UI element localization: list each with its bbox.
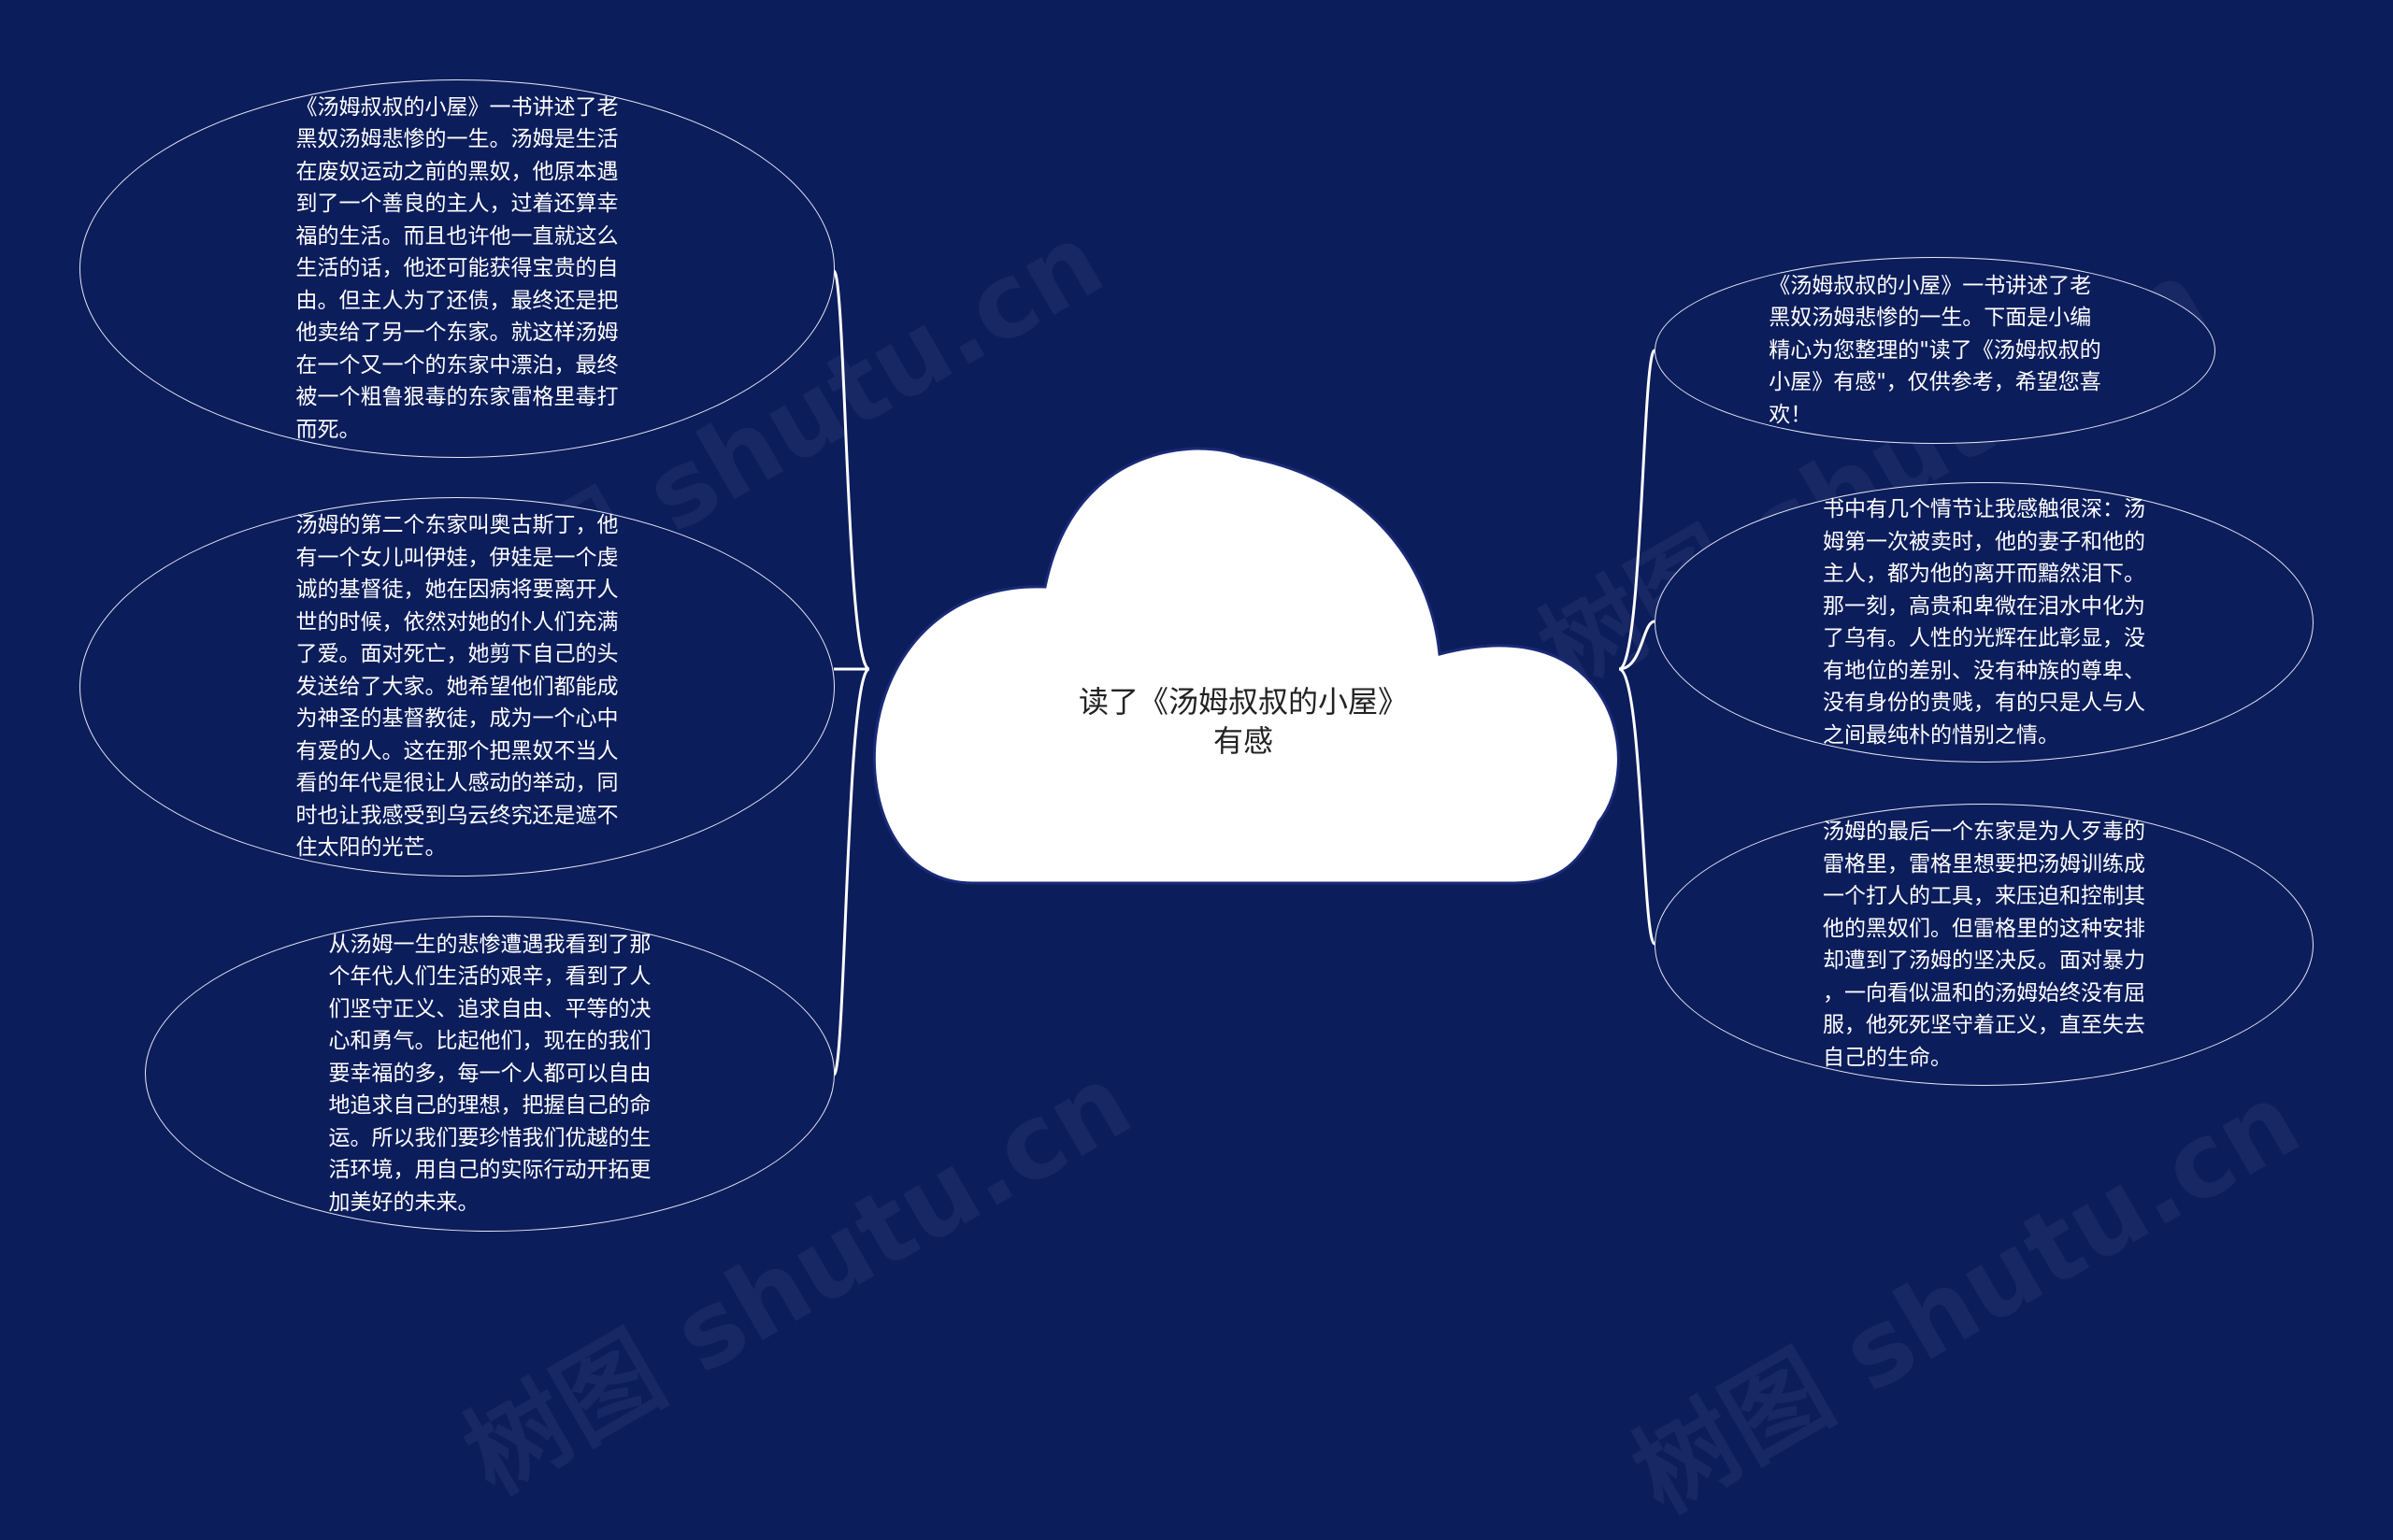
left-node-3-text: 从汤姆一生的悲惨遭遇我看到了那 个年代人们生活的艰辛，看到了人 们坚守正义、追求… xyxy=(328,932,652,1215)
connector-right-1 xyxy=(1618,349,1656,671)
left-node-3: 从汤姆一生的悲惨遭遇我看到了那 个年代人们生活的艰辛，看到了人 们坚守正义、追求… xyxy=(145,916,835,1232)
connector-right-3 xyxy=(1618,667,1656,946)
connector-left-1 xyxy=(832,269,871,671)
right-node-3: 汤姆的最后一个东家是为人歹毒的 雷格里，雷格里想要把汤姆训练成 一个打人的工具，… xyxy=(1655,804,2314,1086)
connector-right-2 xyxy=(1618,620,1655,671)
right-node-2: 书中有几个情节让我感触很深：汤 姆第一次被卖时，他的妻子和他的 主人，都为他的离… xyxy=(1655,482,2314,763)
right-node-2-text: 书中有几个情节让我感触很深：汤 姆第一次被卖时，他的妻子和他的 主人，都为他的离… xyxy=(1823,497,2145,748)
right-node-3-text: 汤姆的最后一个东家是为人歹毒的 雷格里，雷格里想要把汤姆训练成 一个打人的工具，… xyxy=(1823,820,2145,1070)
left-node-1-text: 《汤姆叔叔的小屋》一书讲述了老 黑奴汤姆悲惨的一生。汤姆是生活 在废奴运动之前的… xyxy=(295,94,619,442)
right-node-1: 《汤姆叔叔的小屋》一书讲述了老 黑奴汤姆悲惨的一生。下面是小编 精心为您整理的"… xyxy=(1655,257,2215,444)
left-node-2-text: 汤姆的第二个东家叫奥古斯丁，他 有一个女儿叫伊娃，伊娃是一个虔 诚的基督徒，她在… xyxy=(295,513,619,861)
connector-lines xyxy=(832,269,1656,1077)
left-node-1: 《汤姆叔叔的小屋》一书讲述了老 黑奴汤姆悲惨的一生。汤姆是生活 在废奴运动之前的… xyxy=(79,79,835,458)
left-node-2: 汤姆的第二个东家叫奥古斯丁，他 有一个女儿叫伊娃，伊娃是一个虔 诚的基督徒，她在… xyxy=(79,497,835,877)
central-cloud xyxy=(872,447,1620,885)
connector-left-3 xyxy=(832,667,871,1077)
central-topic: 读了《汤姆叔叔的小屋》 有感 xyxy=(1078,684,1408,759)
right-node-1-text: 《汤姆叔叔的小屋》一书讲述了老 黑奴汤姆悲惨的一生。下面是小编 精心为您整理的"… xyxy=(1769,273,2101,427)
